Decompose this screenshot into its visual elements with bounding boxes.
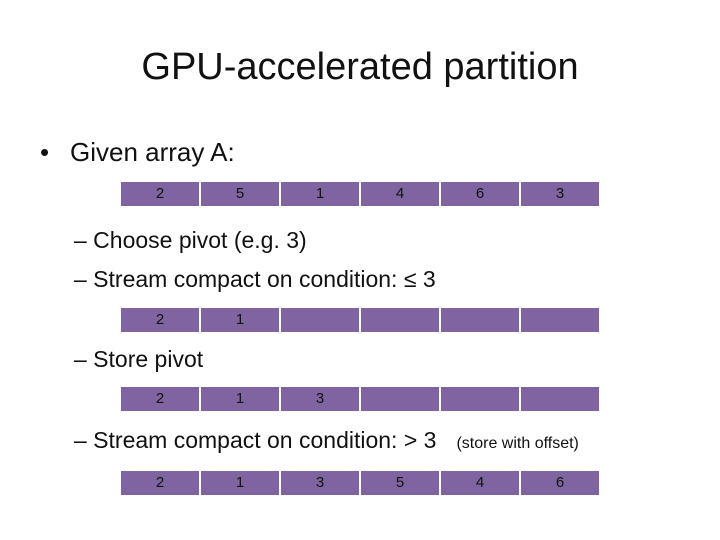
array-cell: 2 (120, 181, 200, 207)
array-cell: 6 (520, 470, 600, 496)
array-cell: 1 (200, 470, 280, 496)
array-cell (440, 307, 520, 333)
array-cell (520, 307, 600, 333)
array-cell: 3 (280, 470, 360, 496)
step-compact-gt: – Stream compact on condition: > 3 (store… (74, 425, 579, 459)
array-cell: 6 (440, 181, 520, 207)
array-after-pivot: 2 1 3 (120, 386, 600, 412)
array-after-le: 2 1 (120, 307, 600, 333)
array-cell: 4 (440, 470, 520, 496)
array-cell: 2 (120, 470, 200, 496)
step-store-pivot: – Store pivot (74, 346, 204, 372)
array-cell: 2 (120, 386, 200, 412)
array-cell (360, 386, 440, 412)
array-after-gt: 2 1 3 5 4 6 (120, 470, 600, 496)
bullet-marker: • (40, 137, 50, 167)
array-cell: 5 (360, 470, 440, 496)
array-cell (440, 386, 520, 412)
array-given: 2 5 1 4 6 3 (120, 181, 600, 207)
array-cell (520, 386, 600, 412)
array-cell: 5 (200, 181, 280, 207)
array-cell: 4 (360, 181, 440, 207)
array-cell: 2 (120, 307, 200, 333)
bullet-given-array: • Given array A: (40, 135, 235, 169)
slide-title: GPU-accelerated partition (141, 46, 579, 88)
step-compact-gt-text: – Stream compact on condition: > 3 (74, 427, 437, 453)
array-cell (280, 307, 360, 333)
step-compact-le: – Stream compact on condition: ≤ 3 (74, 266, 436, 292)
array-cell: 1 (280, 181, 360, 207)
bullet-text: Given array A: (70, 137, 235, 167)
array-cell: 1 (200, 386, 280, 412)
array-cell: 1 (200, 307, 280, 333)
array-cell (360, 307, 440, 333)
array-cell: 3 (280, 386, 360, 412)
array-cell: 3 (520, 181, 600, 207)
step-compact-gt-note: (store with offset) (456, 435, 579, 452)
step-choose-pivot: – Choose pivot (e.g. 3) (74, 227, 307, 253)
